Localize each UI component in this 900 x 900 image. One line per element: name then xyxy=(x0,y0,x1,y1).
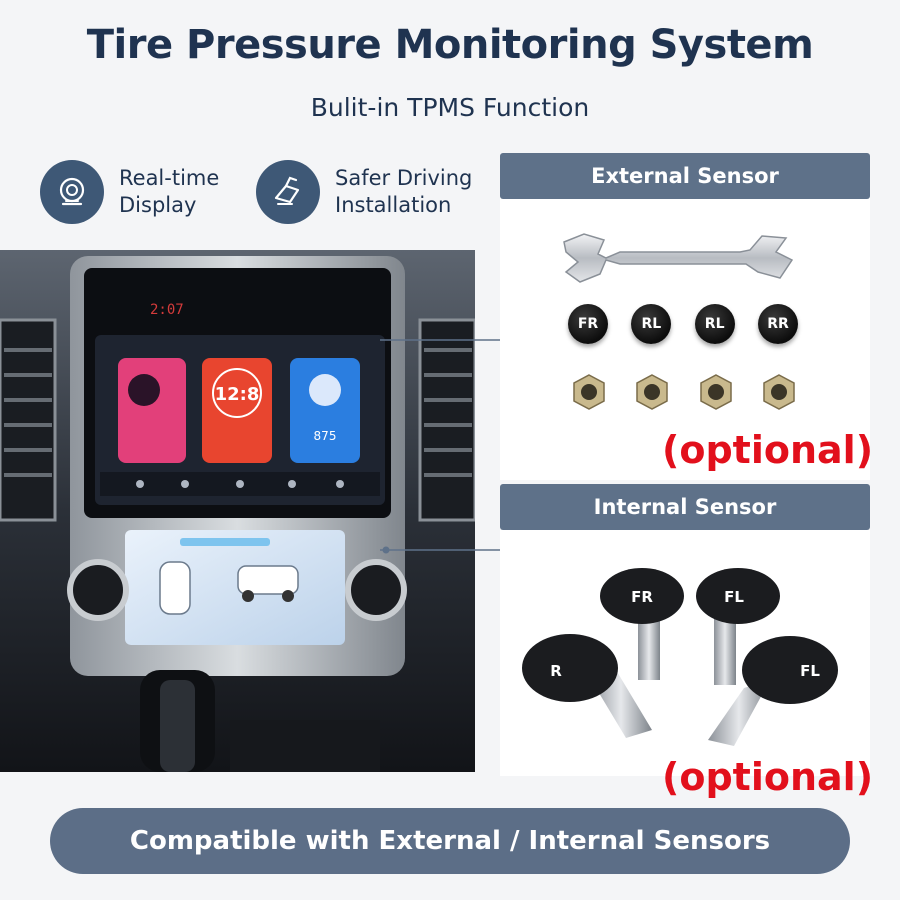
external-optional-label: (optional) xyxy=(662,428,874,472)
valve-cap: FR xyxy=(568,304,608,344)
svg-text:FR: FR xyxy=(631,588,653,606)
svg-text:875: 875 xyxy=(314,429,337,443)
feature-text: Safer Driving Installation xyxy=(335,165,472,219)
svg-text:12:8: 12:8 xyxy=(215,384,260,405)
internal-optional-label: (optional) xyxy=(662,755,874,799)
hex-nut-icon xyxy=(699,374,732,410)
install-hand-icon xyxy=(256,160,320,224)
valve-cap: RL xyxy=(694,304,735,344)
internal-sensor-header: Internal Sensor xyxy=(500,484,870,530)
valve-caps-row: FR RL RL RR xyxy=(568,304,798,344)
hex-nut-icon xyxy=(763,374,795,410)
svg-text:R: R xyxy=(550,662,562,680)
feature-text: Real-time Display xyxy=(119,165,219,219)
feature-realtime-display: Real-time Display xyxy=(40,160,219,224)
feature-line-2: Installation xyxy=(335,193,452,217)
compatibility-banner: Compatible with External / Internal Sens… xyxy=(50,808,850,874)
external-sensor-panel xyxy=(500,198,870,480)
wrench-icon xyxy=(563,233,794,283)
svg-text:2:07: 2:07 xyxy=(150,302,184,318)
page-subtitle: Bulit-in TPMS Function xyxy=(310,93,590,122)
svg-text:FL: FL xyxy=(800,662,820,680)
page-title: Tire Pressure Monitoring System xyxy=(86,22,814,68)
feature-line-2: Display xyxy=(119,193,197,217)
dashboard-photo: 2:07 12:8 875 xyxy=(0,250,477,772)
feature-line-1: Safer Driving xyxy=(335,166,473,190)
valve-cap: RR xyxy=(757,304,798,344)
feature-line-1: Real-time xyxy=(119,166,220,190)
feature-safer-installation: Safer Driving Installation xyxy=(256,160,472,224)
internal-sensors-image: FR FL R FL xyxy=(522,568,838,746)
connector-lines xyxy=(380,336,518,554)
external-sensor-header: External Sensor xyxy=(500,153,870,199)
hex-nut-icon xyxy=(636,374,669,410)
valve-cap: RL xyxy=(631,304,672,344)
hex-nut-icon xyxy=(573,374,605,410)
svg-text:FL: FL xyxy=(724,588,744,606)
hex-nuts-row xyxy=(570,373,798,411)
gauge-icon xyxy=(40,160,104,224)
